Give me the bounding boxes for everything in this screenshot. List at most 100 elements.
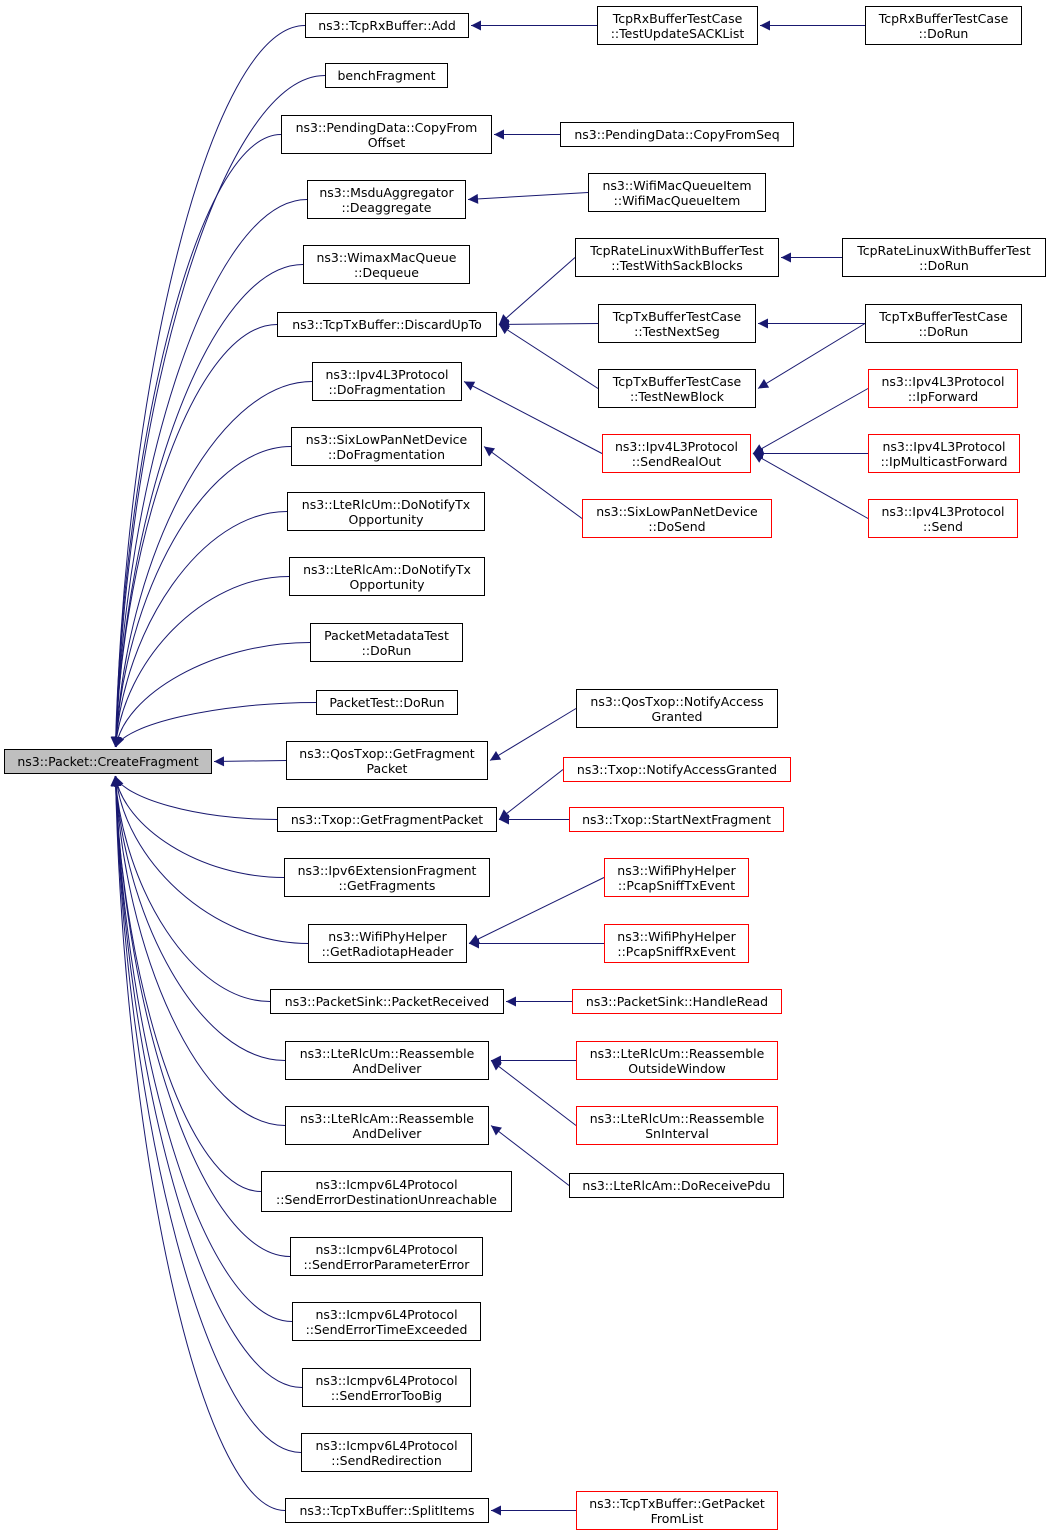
edge-icmp-param-to-root	[110, 775, 291, 1257]
node-label-line: ns3::Txop::NotifyAccessGranted	[576, 762, 778, 777]
node-label-line: ::Send	[923, 518, 963, 534]
graph-node-icmp-param[interactable]: ns3::Icmpv6L4Protocol::SendErrorParamete…	[290, 1237, 483, 1276]
graph-node-tcptx-split[interactable]: ns3::TcpTxBuffer::SplitItems	[285, 1498, 489, 1523]
graph-node-lterlcam-dorecv[interactable]: ns3::LteRlcAm::DoReceivePdu	[569, 1173, 784, 1198]
edge-qostxop-getfrag-to-root	[213, 756, 287, 767]
edge-tcptx-discard-to-root	[110, 324, 278, 748]
node-label-line: ns3::LteRlcUm::Reassemble	[299, 1045, 475, 1061]
edge-wifiphy-radiotap-to-root	[111, 775, 309, 944]
graph-node-pktsink-handle[interactable]: ns3::PacketSink::HandleRead	[572, 989, 782, 1014]
graph-node-icmp-redirect[interactable]: ns3::Icmpv6L4Protocol::SendRedirection	[301, 1433, 472, 1472]
graph-node-txop-getfrag[interactable]: ns3::Txop::GetFragmentPacket	[277, 807, 497, 832]
edge-pd-copyoffset-to-root	[110, 134, 282, 748]
node-label-line: PacketTest::DoRun	[329, 695, 445, 710]
node-label-line: ns3::Ipv6ExtensionFragment	[297, 862, 477, 878]
node-label-line: ns3::SixLowPanNetDevice	[305, 431, 468, 447]
graph-node-tcprate-sack[interactable]: TcpRateLinuxWithBufferTest::TestWithSack…	[575, 238, 779, 277]
graph-node-tcprx-add[interactable]: ns3::TcpRxBuffer::Add	[305, 13, 469, 38]
node-label-line: ns3::TcpTxBuffer::GetPacket	[589, 1495, 765, 1511]
graph-node-ipv4-sendreal[interactable]: ns3::Ipv4L3Protocol::SendRealOut	[602, 434, 751, 473]
edge-icmp-time-to-root	[110, 775, 293, 1322]
graph-node-wifiphy-rx[interactable]: ns3::WifiPhyHelper::PcapSniffRxEvent	[604, 924, 749, 963]
graph-node-txop-startnext[interactable]: ns3::Txop::StartNextFragment	[569, 807, 784, 832]
node-label-line: ::TestWithSackBlocks	[611, 257, 743, 273]
graph-node-tcptx-discard[interactable]: ns3::TcpTxBuffer::DiscardUpTo	[277, 312, 497, 337]
graph-node-txop-notify[interactable]: ns3::Txop::NotifyAccessGranted	[563, 757, 791, 782]
graph-node-msdu-deagg[interactable]: ns3::MsduAggregator::Deaggregate	[307, 180, 466, 219]
node-label-line: ns3::Icmpv6L4Protocol	[315, 1176, 458, 1192]
graph-node-wifiphy-radiotap[interactable]: ns3::WifiPhyHelper::GetRadiotapHeader	[308, 924, 467, 963]
node-label-line: ns3::Packet::CreateFragment	[17, 754, 199, 769]
node-label-line: AndDeliver	[352, 1125, 422, 1141]
node-label-line: ns3::WimaxMacQueue	[316, 249, 457, 265]
node-label-line: ns3::Ipv4L3Protocol	[881, 373, 1005, 389]
graph-node-wimax-deq[interactable]: ns3::WimaxMacQueue::Dequeue	[303, 245, 470, 284]
node-label-line: ns3::LteRlcUm::Reassemble	[589, 1045, 765, 1061]
graph-node-tcprx-dorun[interactable]: TcpRxBufferTestCase::DoRun	[865, 6, 1022, 45]
node-label-line: ns3::TcpTxBuffer::DiscardUpTo	[292, 317, 482, 332]
graph-node-pkttest-dorun[interactable]: PacketTest::DoRun	[316, 690, 458, 715]
node-label-line: ::DoRun	[918, 25, 969, 41]
graph-node-ipv6ext-getfrag[interactable]: ns3::Ipv6ExtensionFragment::GetFragments	[284, 858, 490, 897]
graph-node-icmp-time[interactable]: ns3::Icmpv6L4Protocol::SendErrorTimeExce…	[292, 1302, 481, 1341]
node-label-line: TcpRxBufferTestCase	[878, 10, 1009, 26]
graph-node-ipv4-mcast[interactable]: ns3::Ipv4L3Protocol::IpMulticastForward	[868, 434, 1020, 473]
graph-node-pd-copyseq[interactable]: ns3::PendingData::CopyFromSeq	[560, 122, 794, 147]
graph-node-icmp-toobig[interactable]: ns3::Icmpv6L4Protocol::SendErrorTooBig	[302, 1368, 471, 1407]
edge-pkttest-dorun-to-root	[114, 702, 317, 748]
graph-node-benchfrag[interactable]: benchFragment	[325, 63, 448, 88]
node-label-line: ns3::PendingData::CopyFrom	[295, 119, 478, 135]
node-label-line: TcpTxBufferTestCase	[879, 308, 1008, 324]
node-label-line: ::SendRealOut	[631, 453, 722, 469]
edge-tcprate-sack-to-tcptx-discard	[498, 257, 576, 325]
graph-node-tcptx-dorun[interactable]: TcpTxBufferTestCase::DoRun	[865, 304, 1022, 343]
graph-node-pktsink-recv[interactable]: ns3::PacketSink::PacketReceived	[270, 989, 504, 1014]
edge-icmp-toobig-to-root	[111, 775, 303, 1388]
edge-qostxop-notify-to-qostxop-getfrag	[489, 708, 577, 761]
node-label-line: PacketMetadataTest	[324, 627, 449, 643]
graph-node-ipv4-send[interactable]: ns3::Ipv4L3Protocol::Send	[868, 499, 1018, 538]
graph-node-icmp-dest[interactable]: ns3::Icmpv6L4Protocol::SendErrorDestinat…	[261, 1171, 512, 1212]
node-label-line: ns3::WifiPhyHelper	[328, 928, 447, 944]
graph-node-sixlow-dosend[interactable]: ns3::SixLowPanNetDevice::DoSend	[582, 499, 772, 538]
graph-node-tcptx-newblock[interactable]: TcpTxBufferTestCase::TestNewBlock	[598, 369, 756, 408]
graph-node-wifiphy-tx[interactable]: ns3::WifiPhyHelper::PcapSniffTxEvent	[604, 858, 749, 897]
node-label-line: TcpTxBufferTestCase	[612, 308, 742, 324]
graph-node-wifimacqi[interactable]: ns3::WifiMacQueueItem::WifiMacQueueItem	[588, 173, 766, 212]
edge-ipv4-send-to-ipv4-sendreal	[752, 453, 869, 519]
node-label-line: ::DoSend	[648, 518, 706, 534]
graph-node-pktmeta-dorun[interactable]: PacketMetadataTest::DoRun	[310, 623, 463, 662]
node-label-line: ::DoFragmentation	[327, 446, 445, 462]
node-label-line: ns3::LteRlcAm::DoNotifyTx	[303, 561, 471, 577]
node-label-line: ::PcapSniffTxEvent	[617, 877, 736, 893]
node-label-line: ::Deaggregate	[341, 199, 432, 215]
node-label-line: ns3::Icmpv6L4Protocol	[315, 1241, 458, 1257]
node-label-line: ::IpMulticastForward	[880, 453, 1008, 469]
graph-node-tcprate-dorun[interactable]: TcpRateLinuxWithBufferTest::DoRun	[842, 238, 1046, 277]
node-label-line: ns3::WifiMacQueueItem	[602, 177, 752, 193]
node-label-line: ns3::Icmpv6L4Protocol	[315, 1306, 458, 1322]
graph-node-tcptx-nextseg[interactable]: TcpTxBufferTestCase::TestNextSeg	[598, 304, 756, 343]
graph-node-ipv4-dofrag[interactable]: ns3::Ipv4L3Protocol::DoFragmentation	[312, 362, 462, 401]
node-label-line: ns3::Ipv4L3Protocol	[882, 438, 1006, 454]
node-label-line: ::DoFragmentation	[328, 381, 446, 397]
node-label-line: ::TestNextSeg	[634, 323, 720, 339]
graph-node-sixlow-dofrag[interactable]: ns3::SixLowPanNetDevice::DoFragmentation	[291, 427, 482, 466]
node-label-line: TcpRateLinuxWithBufferTest	[590, 242, 764, 258]
graph-node-ipv4-ipfwd[interactable]: ns3::Ipv4L3Protocol::IpForward	[868, 369, 1018, 408]
node-label-line: TcpTxBufferTestCase	[612, 373, 742, 389]
graph-node-tcprx-testupdate[interactable]: TcpRxBufferTestCase::TestUpdateSACKList	[597, 6, 758, 45]
node-label-line: ns3::LteRlcAm::DoReceivePdu	[582, 1178, 771, 1193]
node-label-line: ::GetRadiotapHeader	[321, 943, 454, 959]
